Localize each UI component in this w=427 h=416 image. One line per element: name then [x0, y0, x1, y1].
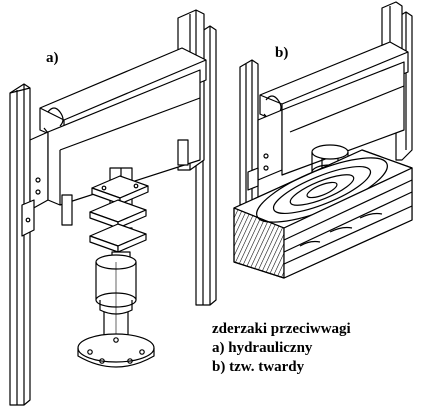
buffer-plunger-a	[89, 167, 149, 263]
caption-title: zderzaki przeciwwagi	[212, 321, 351, 337]
frame-side-plate-b	[247, 61, 405, 191]
caption-line-b: b) tzw. twardy	[212, 359, 305, 375]
hydraulic-cylinder-a	[95, 254, 137, 340]
buffer-base-flange-a	[77, 333, 155, 368]
variant-b-solid-buffer	[233, 1, 413, 279]
frame-legs-a	[61, 139, 189, 226]
timber-block-b	[233, 149, 413, 279]
caption-line-a: a) hydrauliczny	[212, 340, 313, 356]
variant-a-hydraulic-buffer	[9, 9, 217, 406]
caption: zderzaki przeciwwagi a) hydrauliczny b) …	[212, 320, 351, 377]
left-guide-rail-a	[9, 83, 31, 406]
variant-b-label: b)	[275, 45, 289, 61]
variant-a-label: a)	[46, 50, 59, 66]
